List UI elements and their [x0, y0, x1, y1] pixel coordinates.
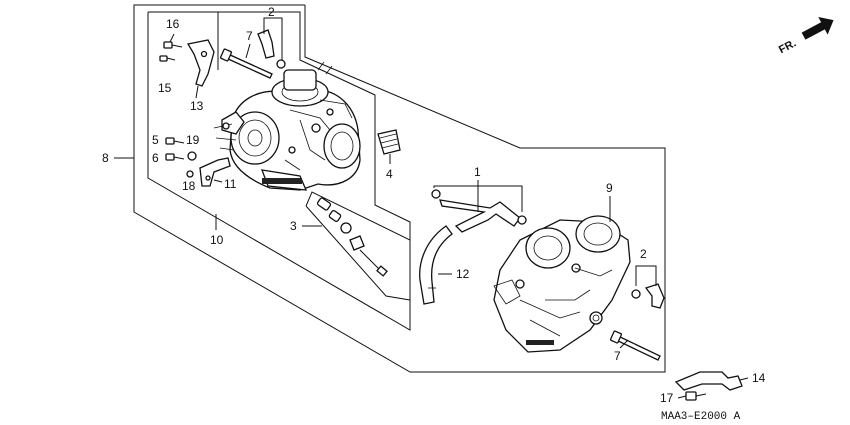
loose-parts — [159, 29, 743, 401]
callout-labels: 2 7 16 15 13 5 19 6 8 18 11 10 3 4 1 12 … — [102, 5, 766, 405]
callout-13: 13 — [190, 99, 204, 113]
callout-12: 12 — [456, 267, 470, 281]
callout-10: 10 — [210, 233, 224, 247]
callout-8: 8 — [102, 151, 109, 165]
front-direction-marker: FR. — [777, 16, 834, 56]
front-label: FR. — [777, 37, 798, 56]
callout-3: 3 — [290, 219, 297, 233]
callout-16: 16 — [166, 17, 180, 31]
callout-1: 1 — [474, 165, 481, 179]
callout-5: 5 — [152, 133, 159, 147]
leader-lines — [114, 17, 749, 399]
callout-9: 9 — [606, 181, 613, 195]
callout-18: 18 — [182, 179, 196, 193]
callout-19: 19 — [186, 133, 200, 147]
callout-14: 14 — [752, 371, 766, 385]
callout-7-lower: 7 — [614, 349, 621, 363]
front-arrow-icon — [801, 16, 834, 40]
callout-6: 6 — [152, 151, 159, 165]
callout-2-upper: 2 — [268, 5, 275, 19]
right-carburetor — [493, 215, 631, 353]
callout-17: 17 — [660, 391, 674, 405]
left-carburetor — [213, 61, 361, 191]
callout-15: 15 — [158, 81, 172, 95]
assembly-frame-lines — [133, 4, 666, 373]
callout-7-upper: 7 — [246, 29, 253, 43]
diagram-code: MAA3–E2000 A — [661, 411, 741, 423]
callout-4: 4 — [386, 167, 393, 181]
callout-2-lower: 2 — [640, 247, 647, 261]
callout-11: 11 — [224, 177, 237, 191]
